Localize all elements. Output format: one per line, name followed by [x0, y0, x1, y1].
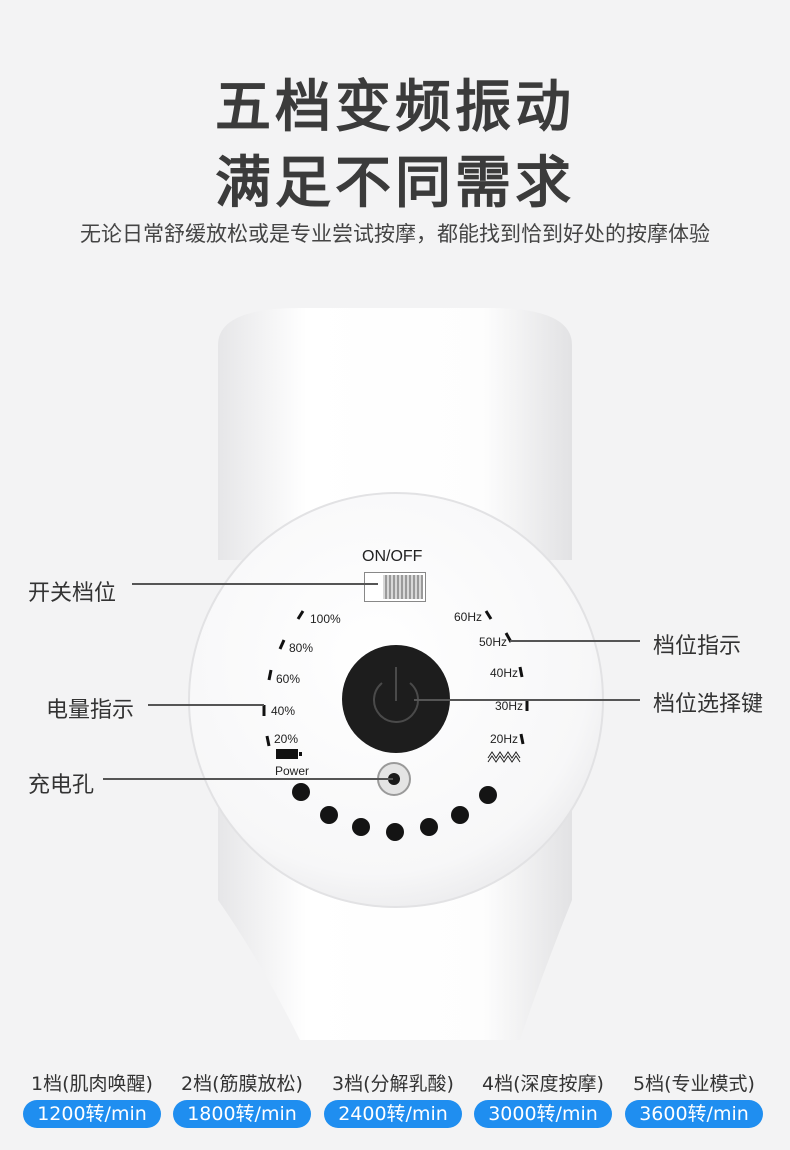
switch-knob[interactable] [383, 575, 423, 599]
freq-tick-60 [484, 610, 493, 620]
callout-switch-line [132, 583, 378, 585]
battery-level-60: 60% [276, 672, 301, 686]
gear-3-label: 3档(分解乳酸) [332, 1073, 454, 1095]
battery-icon [276, 749, 302, 759]
gear-indicator-dot [292, 783, 310, 801]
gear-5-label: 5档(专业模式) [633, 1073, 755, 1095]
gear-indicator-dot [386, 823, 404, 841]
freq-level-40: 40Hz [490, 666, 519, 680]
battery-level-100: 100% [310, 612, 341, 626]
gear-5-speed: 3600转/min [625, 1100, 763, 1128]
gear-indicator-dot [420, 818, 438, 836]
callout-gear-select-line [414, 699, 640, 701]
gear-indicator-dot [352, 818, 370, 836]
gear-1-label: 1档(肌肉唤醒) [31, 1073, 153, 1095]
freq-tick-40 [518, 666, 524, 678]
callout-gear-indicator-line [510, 640, 640, 642]
battery-tick-60 [267, 669, 273, 681]
callout-switch: 开关档位 [28, 581, 117, 606]
callout-battery: 电量指示 [46, 698, 135, 723]
gear-4-speed: 3000转/min [474, 1100, 612, 1128]
freq-level-50: 50Hz [479, 635, 508, 649]
freq-level-30: 30Hz [495, 699, 524, 713]
gear-indicator-dot [451, 806, 469, 824]
gear-2-label: 2档(筋膜放松) [181, 1073, 303, 1095]
battery-tick-100 [296, 610, 305, 620]
callout-gear-select: 档位选择键 [653, 692, 764, 717]
callout-gear-indicator: 档位指示 [653, 634, 742, 659]
onoff-label: ON/OFF [362, 548, 423, 565]
wave-icon [487, 751, 521, 763]
power-switch[interactable] [364, 572, 426, 602]
subtitle: 无论日常舒缓放松或是专业尝试按摩，都能找到恰到好处的按摩体验 [80, 222, 710, 246]
freq-level-60: 60Hz [454, 610, 483, 624]
gear-indicator-dot [479, 786, 497, 804]
device-upper-body [218, 308, 572, 560]
gear-3-speed: 2400转/min [324, 1100, 462, 1128]
battery-level-80: 80% [289, 641, 314, 655]
callout-battery-line [148, 704, 264, 706]
battery-level-20: 20% [274, 732, 299, 746]
battery-tick-20 [265, 735, 271, 747]
power-icon [373, 667, 419, 723]
gear-indicator-dot [320, 806, 338, 824]
gear-4-label: 4档(深度按摩) [482, 1073, 604, 1095]
power-label: Power [275, 764, 310, 778]
callout-charge-line [103, 778, 393, 780]
freq-tick-20 [519, 733, 525, 745]
title-line-2: 满足不同需求 [215, 151, 575, 216]
callout-charge: 充电孔 [28, 773, 95, 798]
gear-1-speed: 1200转/min [23, 1100, 161, 1128]
battery-level-40: 40% [271, 704, 296, 718]
freq-level-20: 20Hz [490, 732, 519, 746]
battery-tick-80 [278, 639, 286, 650]
gear-2-speed: 1800转/min [173, 1100, 311, 1128]
title-line-1: 五档变频振动 [215, 75, 575, 140]
